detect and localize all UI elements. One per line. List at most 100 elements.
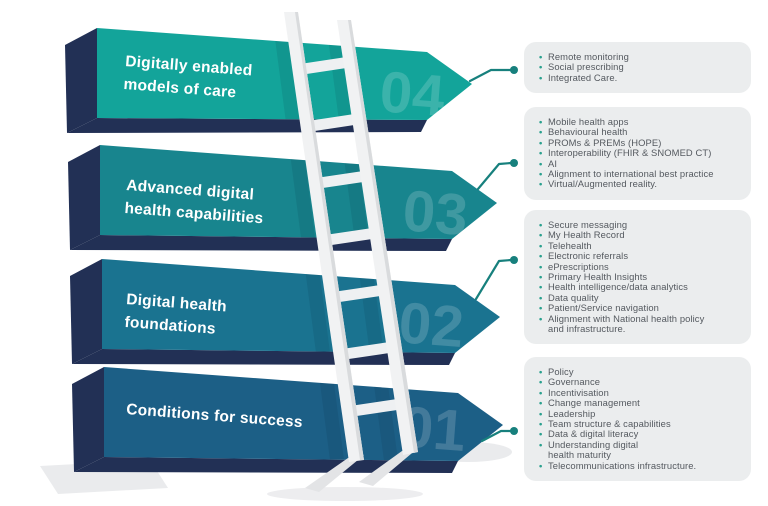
- list-item: Change management: [539, 397, 739, 409]
- list-item-text: Social prescribing: [548, 61, 624, 73]
- bullet-icon: [539, 73, 548, 83]
- list-item-text: Secure messaging: [548, 219, 628, 230]
- bullet-icon: [539, 179, 548, 189]
- list-item: PROMs & PREMs (HOPE): [539, 136, 739, 148]
- list-item: Mobile health apps: [539, 116, 739, 127]
- list-item: Patient/Service navigation: [539, 302, 739, 314]
- note-box-level-1: PolicyGovernanceIncentivisationChange ma…: [524, 357, 751, 482]
- ladder-rail-left-edge: [295, 12, 364, 460]
- list-item-text: AI: [548, 157, 558, 169]
- ladder-rail-right-edge: [348, 20, 418, 453]
- list-item-text: ePrescriptions: [548, 260, 609, 272]
- note-list-level-1: PolicyGovernanceIncentivisationChange ma…: [539, 366, 739, 471]
- connectors: [468, 66, 518, 443]
- list-item-text: Integrated Care.: [548, 71, 618, 83]
- ladder-foot-right: [359, 448, 418, 486]
- arrow-03: 03 Advanced digital health capabilities: [68, 145, 497, 251]
- list-item: Understanding digital health maturity: [539, 438, 739, 461]
- list-item: Primary Health Insights: [539, 271, 739, 283]
- connector-dot-4: [510, 427, 518, 435]
- list-item-text: Electronic referrals: [548, 250, 629, 262]
- ladder-rung: [316, 170, 370, 189]
- arrow-03-face: [100, 145, 497, 239]
- list-item-text: Team structure & capabilities: [548, 418, 671, 430]
- list-item-text: Understanding digital health maturity: [548, 438, 639, 461]
- note-list-level-4: Remote monitoringSocial prescribingInteg…: [539, 51, 739, 83]
- ladder-rung: [350, 398, 404, 417]
- list-item-text: Telecommunications infrastructure.: [548, 459, 697, 471]
- list-item: Leadership: [539, 407, 739, 419]
- list-item: Alignment with National health policy an…: [539, 312, 739, 335]
- list-item-text: Remote monitoring: [548, 51, 629, 62]
- ladder: [284, 12, 418, 492]
- list-item: Integrated Care.: [539, 71, 739, 83]
- ladder-rung: [308, 113, 361, 132]
- list-item-text: My Health Record: [548, 229, 625, 241]
- list-item-text: Health intelligence/data analytics: [548, 281, 688, 293]
- list-item-text: Virtual/Augmented reality.: [548, 178, 658, 190]
- list-item: Telehealth: [539, 239, 739, 251]
- list-item: Interoperability (FHIR & SNOMED CT): [539, 147, 739, 159]
- list-item-text: Policy: [548, 366, 574, 377]
- arrow-01-end-cap: [72, 367, 104, 472]
- list-item-text: PROMs & PREMs (HOPE): [548, 136, 662, 148]
- list-item-text: Interoperability (FHIR & SNOMED CT): [548, 147, 712, 159]
- list-item: Electronic referrals: [539, 250, 739, 262]
- arrow-02: 02 Digital health foundations: [70, 259, 500, 365]
- shadow-under-ladder: [267, 487, 423, 501]
- connector-line-1: [468, 68, 513, 83]
- arrow-01-bottom-side: [74, 457, 458, 473]
- ladder-rung: [325, 227, 379, 246]
- list-item: Team structure & capabilities: [539, 418, 739, 430]
- connector-line-2: [476, 161, 513, 191]
- list-item-text: Behavioural health: [548, 126, 628, 138]
- list-item: Data & digital literacy: [539, 428, 739, 440]
- list-item-text: Leadership: [548, 407, 596, 419]
- ladder-rung: [342, 341, 396, 360]
- arrow-03-number: 03: [401, 178, 470, 248]
- arrow-02-label-line2: foundations: [124, 314, 216, 338]
- list-item-text: Patient/Service navigation: [548, 302, 659, 314]
- list-item: Data quality: [539, 292, 739, 303]
- list-item: AI: [539, 157, 739, 169]
- note-box-level-2: Secure messagingMy Health RecordTeleheal…: [524, 210, 751, 345]
- arrow-03-end-cap: [68, 145, 100, 250]
- bullet-icon: [539, 314, 548, 324]
- list-item: ePrescriptions: [539, 260, 739, 272]
- list-item-text: Data & digital literacy: [548, 428, 639, 440]
- connector-dot-2: [510, 159, 518, 167]
- note-list-level-2: Secure messagingMy Health RecordTeleheal…: [539, 219, 739, 335]
- arrow-04: 04 Digitally enabled models of care: [65, 28, 472, 133]
- list-item: Alignment to international best practice: [539, 168, 739, 179]
- list-item: Virtual/Augmented reality.: [539, 178, 739, 190]
- arrow-02-end-cap: [70, 259, 102, 364]
- list-item-text: Governance: [548, 376, 601, 388]
- bullet-icon: [539, 461, 548, 471]
- list-item-text: Change management: [548, 397, 640, 409]
- list-item-text: Alignment with National health policy an…: [548, 312, 705, 335]
- arrow-04-end-cap: [65, 28, 97, 133]
- arrow-04-bottom-side: [67, 118, 427, 133]
- arrow-01: 01 Conditions for success: [72, 367, 503, 473]
- arrow-04-number: 04: [378, 59, 447, 129]
- arrow-04-face: [97, 28, 472, 120]
- connector-dot-3: [510, 256, 518, 264]
- list-item: Policy: [539, 366, 739, 377]
- ladder-rungs: [300, 56, 404, 417]
- ladder-foot-left: [305, 455, 364, 492]
- ladder-rung: [333, 284, 387, 303]
- arrow-02-face: [102, 259, 500, 353]
- list-item: Governance: [539, 376, 739, 388]
- connector-line-4: [480, 429, 513, 443]
- bullet-icon: [539, 440, 548, 450]
- list-item-text: Primary Health Insights: [548, 271, 648, 283]
- list-item: Incentivisation: [539, 387, 739, 398]
- list-item: Social prescribing: [539, 61, 739, 73]
- note-box-level-3: Mobile health appsBehavioural healthPROM…: [524, 107, 751, 200]
- list-item: Remote monitoring: [539, 51, 739, 62]
- list-item-text: Telehealth: [548, 239, 592, 251]
- note-box-level-4: Remote monitoringSocial prescribingInteg…: [524, 42, 751, 94]
- connector-line-3: [474, 258, 513, 301]
- note-list-level-3: Mobile health appsBehavioural healthPROM…: [539, 116, 739, 190]
